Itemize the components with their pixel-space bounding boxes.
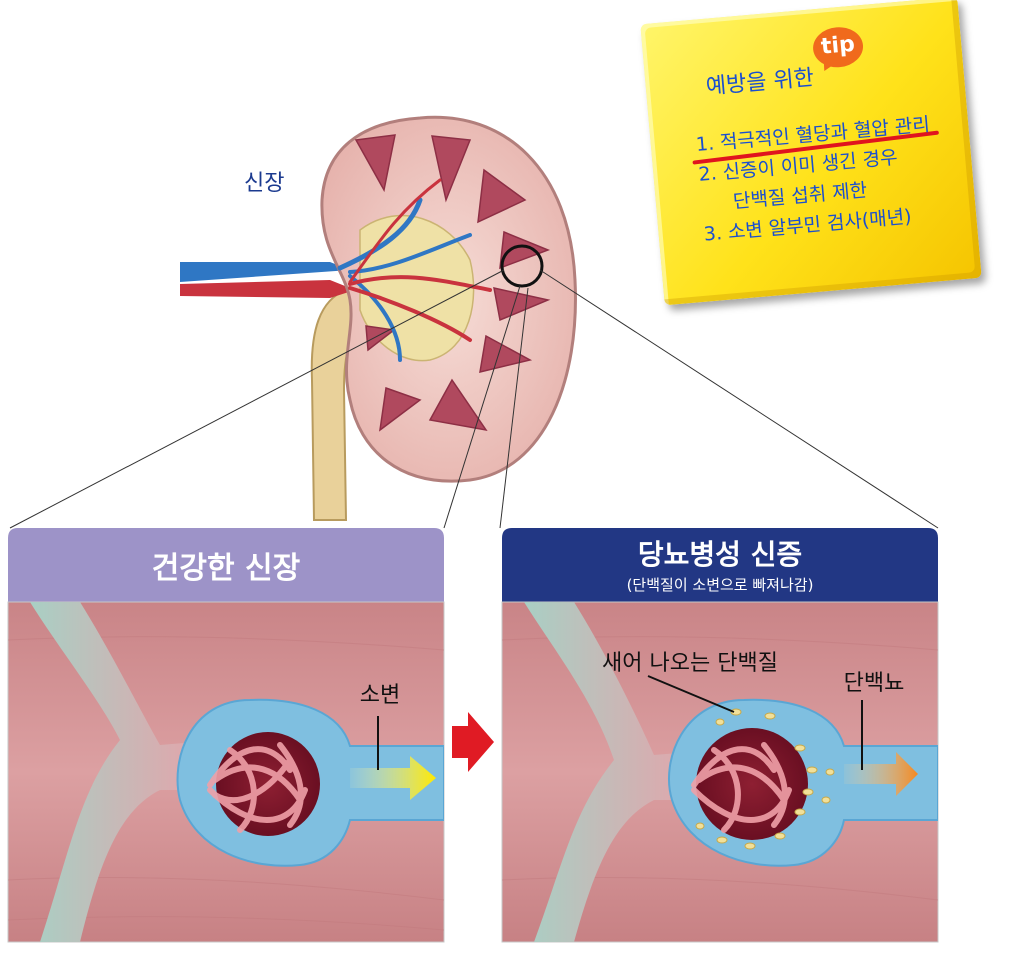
healthy-afferent-vessel [30, 602, 220, 942]
disease-glomerulus [696, 728, 808, 840]
tip-badge: tip [811, 25, 865, 70]
urine-arrow [350, 756, 436, 800]
tip-list: 1. 적극적인 혈당과 혈압 관리 2. 신증이 이미 생긴 경우 단백질 섭취… [695, 110, 939, 250]
urine-label: 소변 [360, 683, 400, 708]
renal-artery [180, 280, 355, 298]
renal-vein [180, 262, 350, 282]
tip-note: tip 예방을 위한 1. 적극적인 혈당과 혈압 관리 2. 신증이 이미 생… [640, 0, 982, 306]
tip-title: 예방을 위한 [704, 65, 815, 100]
disease-header [502, 528, 938, 602]
renal-pyramids [354, 134, 551, 432]
healthy-title: 건강한 신장 [152, 551, 301, 586]
disease-subtitle: (단백질이 소변으로 빠져나감) [627, 576, 814, 594]
disease-afferent-vessel [524, 602, 714, 942]
disease-panel: 당뇨병성 신증 (단백질이 소변으로 빠져나감) [501, 528, 939, 943]
leak-label: 새어 나오는 단백질 [602, 651, 778, 676]
healthy-header [8, 528, 444, 602]
proteinuria-label: 단백뇨 [844, 671, 905, 696]
healthy-panel: 건강한 신장 [7, 528, 445, 943]
kidney-vessels [337, 178, 492, 362]
leaking-proteins [695, 708, 835, 850]
zoom-lines [9, 269, 939, 529]
kidney-illustration [180, 115, 577, 521]
kidney-label: 신장 [244, 171, 284, 196]
magnify-circle [500, 244, 544, 288]
disease-title: 당뇨병성 신증 [638, 538, 802, 571]
proteinuria-arrow [844, 752, 918, 796]
progression-arrow [452, 712, 494, 772]
